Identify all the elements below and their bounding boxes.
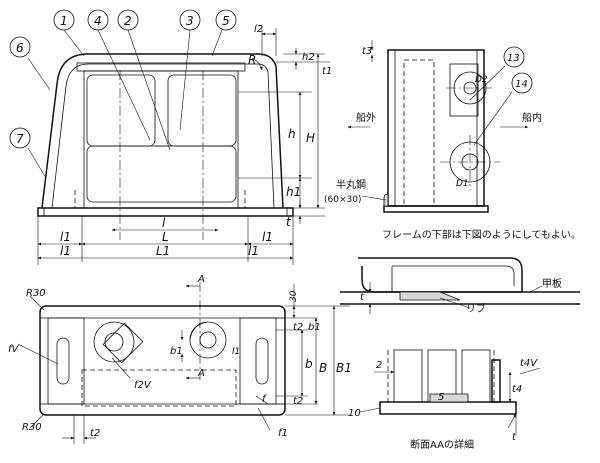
svg-text:1: 1	[60, 14, 68, 28]
dim-t1: t1	[322, 66, 332, 77]
dim-l: l	[162, 216, 166, 230]
dim-2: 2	[376, 360, 382, 371]
svg-text:2: 2	[124, 14, 132, 28]
dim-B1: B1	[336, 361, 352, 375]
dim-D1: D1	[456, 179, 469, 189]
dim-b: b	[305, 357, 313, 371]
balloon-5: 5	[215, 9, 237, 31]
weld-f1: f1	[278, 428, 288, 439]
svg-text:5: 5	[222, 14, 230, 28]
dim-30: 30	[289, 290, 299, 302]
weld-fV: fV	[8, 344, 20, 355]
note-frame-lower: フレームの下部は下図のようにしてもよい。	[382, 228, 581, 241]
label-outboard: 船外	[356, 111, 376, 124]
label-inboard: 船内	[522, 111, 542, 124]
note-half-round-size: (60×30)	[324, 195, 361, 205]
dim-l2: l2	[254, 24, 263, 35]
dim-D2: D2	[475, 75, 488, 85]
dim-5: 5	[438, 392, 444, 403]
dim-L: L	[162, 230, 169, 244]
svg-text:13: 13	[507, 53, 520, 64]
dim-t: t	[286, 215, 292, 229]
section-mark-top: A	[197, 274, 205, 285]
dim-L1: L1	[156, 244, 170, 258]
dim-h1: h1	[286, 185, 301, 199]
dim-B: B	[319, 361, 327, 375]
dim-h: h	[288, 127, 296, 141]
svg-text:6: 6	[16, 41, 24, 55]
dim-l1-left: l1	[60, 230, 71, 244]
svg-text:14: 14	[515, 79, 528, 90]
dim-l1-plan: l1	[232, 347, 240, 357]
balloon-6: 6	[9, 36, 31, 58]
front-guide-block	[83, 70, 239, 209]
dim-t2-bottom: t2	[90, 428, 100, 439]
dim-10: 10	[348, 408, 361, 419]
svg-text:3: 3	[186, 14, 194, 28]
section-mark-bottom: A	[197, 368, 205, 379]
balloon-4: 4	[87, 9, 109, 31]
label-rib: リブ	[466, 302, 486, 315]
weld-f2V: f2V	[134, 380, 152, 391]
balloon-13: 13	[503, 46, 525, 68]
dim-b1-right: b1	[308, 322, 321, 333]
side-view: t3 D2 D1 船外 船内 半丸鋼 (60×30)	[324, 40, 542, 213]
balloons-front: 1 4 2 3 5 6 7 13 14	[9, 9, 533, 179]
plan-base-plate	[39, 305, 286, 416]
svg-text:7: 7	[16, 132, 24, 146]
dim-R: R	[248, 53, 256, 67]
dim-t3: t3	[362, 46, 372, 57]
front-roller-left	[86, 74, 156, 147]
section-aa-detail: 2 5 t4 t4V t 10 断面AAの詳細	[348, 349, 541, 451]
balloon-14: 14	[511, 72, 533, 94]
balloon-1: 1	[53, 9, 75, 31]
side-frame	[387, 49, 485, 207]
dim-t2-right: t2	[293, 322, 303, 333]
dim-R30-bottom: R30	[22, 422, 42, 433]
dim-R30-top: R30	[26, 288, 46, 299]
dim-b1-center: b1	[170, 346, 183, 357]
dim-l1-right: l1	[262, 230, 273, 244]
front-frame-outer	[41, 53, 284, 209]
front-view	[37, 53, 294, 240]
front-dimensions: l1 L l1 l L1 l1 l1 h H h1 t h2 t1 l2 R	[37, 24, 332, 265]
weld-t4V: t4V	[520, 358, 538, 369]
dim-t2-right-bottom: t2	[293, 396, 303, 407]
dim-l1-bottom-right: l1	[248, 244, 259, 258]
front-roller-right	[167, 74, 237, 147]
balloon-7: 7	[9, 127, 31, 149]
dim-t-detail: t	[360, 292, 365, 303]
front-frame-inner	[51, 63, 275, 209]
label-section-aa: 断面AAの詳細	[410, 438, 474, 451]
front-base-plate	[37, 207, 294, 217]
frame-alternative-detail: t 甲板 リブ	[340, 257, 580, 315]
weld-f: f	[262, 394, 267, 405]
dim-h2: h2	[302, 52, 315, 63]
plan-hub-left	[93, 321, 135, 363]
label-deck: 甲板	[542, 277, 562, 290]
dim-l1-bottom-left: l1	[60, 244, 71, 258]
front-roller-lower	[86, 145, 237, 203]
balloon-3: 3	[179, 9, 201, 31]
dim-H: H	[306, 131, 315, 145]
plan-view: A A R30 R30 fV f2V f1 f t2 b1 l1	[8, 274, 288, 444]
svg-text:4: 4	[94, 14, 102, 28]
balloon-2: 2	[117, 9, 139, 31]
dim-t4: t4	[512, 384, 522, 395]
plan-dimensions: 30 t2 b1 b B B1 t2	[276, 284, 352, 416]
note-half-round: 半丸鋼	[336, 178, 366, 191]
dim-t-section: t	[512, 432, 517, 443]
